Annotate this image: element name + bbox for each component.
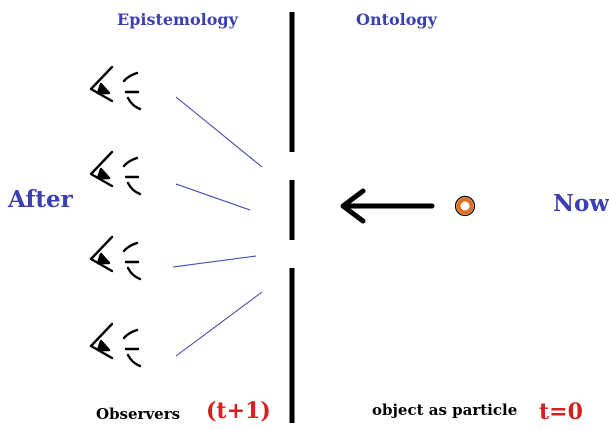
eye-icon (89, 235, 142, 281)
time-now-label: t=0 (539, 399, 583, 425)
particle-dot (456, 197, 474, 215)
epistemology-heading: Epistemology (117, 10, 238, 29)
eye-icon (89, 150, 142, 196)
sight-line (175, 183, 251, 211)
now-label: Now (553, 190, 609, 217)
sight-line (172, 255, 257, 268)
object-label: object as particle (372, 401, 518, 419)
after-label: After (8, 186, 73, 213)
sight-line (175, 96, 263, 168)
time-after-label: (t+1) (206, 398, 271, 424)
arrow-left-icon (340, 188, 435, 224)
eye-icon (89, 65, 142, 111)
sight-line (175, 291, 263, 357)
ontology-heading: Ontology (356, 10, 437, 29)
observers-label: Observers (96, 405, 181, 423)
eye-icon (89, 322, 142, 368)
